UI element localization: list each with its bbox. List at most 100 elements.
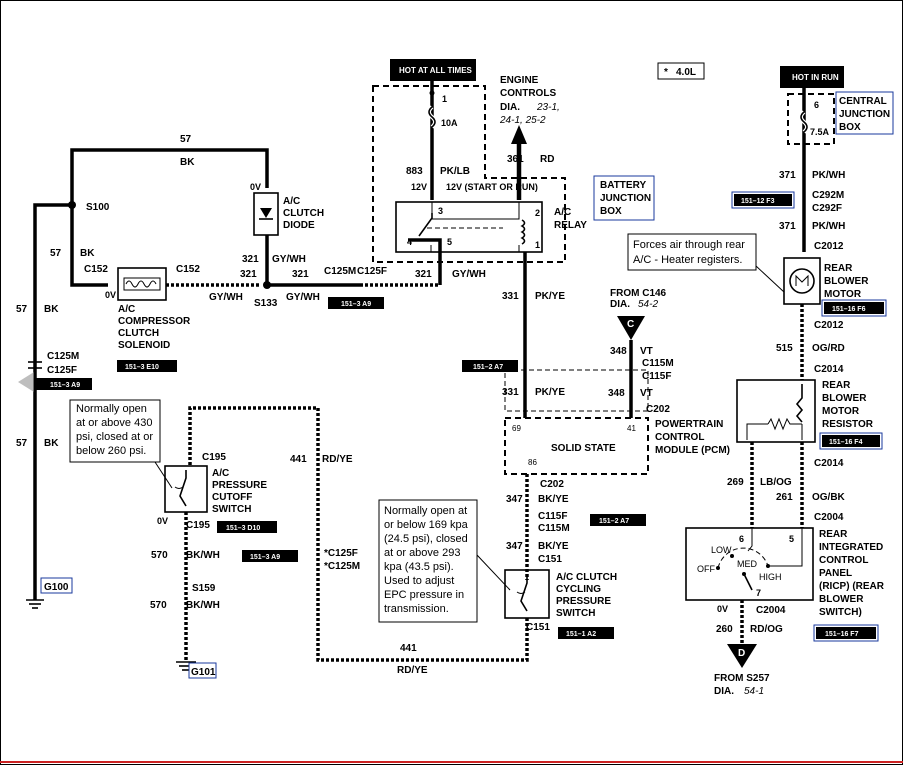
wire-label: OG/BK (812, 492, 846, 503)
connector-label: C2004 (814, 512, 844, 523)
wire-label: BK (44, 438, 59, 449)
pin-label: 5 (447, 237, 452, 247)
reference-label: FROM C146 (610, 288, 667, 299)
component-label: PRESSURE (212, 480, 267, 491)
cycling-switch-note-box (378, 499, 478, 623)
bubble-label: D (738, 648, 745, 659)
ricp-box (685, 527, 814, 601)
wire-label: 321 (292, 269, 309, 280)
component-label: SWITCH (212, 504, 251, 515)
ac-compressor-clutch-solenoid-box (117, 267, 167, 301)
pressure-diaphragm (174, 486, 184, 489)
note-text: at or above 293 (384, 547, 460, 559)
note-leader (476, 554, 511, 591)
svg-text:151–3 A9: 151–3 A9 (341, 301, 371, 308)
wire-label: 570 (150, 600, 167, 611)
reference-label: DIA. (500, 102, 520, 113)
wire-label: BK (44, 304, 59, 315)
pin-label: 69 (512, 424, 521, 433)
scroll-left-arrow[interactable] (18, 372, 34, 392)
resistor-coil-icon (795, 384, 804, 423)
switch-arm (743, 573, 753, 591)
wire-label: BK (80, 248, 95, 259)
splice-label: S100 (86, 202, 110, 213)
motor-m-glyph (795, 274, 809, 286)
note-text: Normally open (76, 403, 147, 415)
hot-at-all-times-header: HOT AT ALL TIMES (390, 59, 476, 81)
wire-label: BK/YE (538, 541, 569, 552)
connector-label: C115M (538, 523, 570, 534)
page-ref-151-1-a2: 151–1 A2 (558, 627, 614, 639)
component-label: CONTROL (819, 555, 868, 566)
reference-label: DIA. (714, 686, 734, 697)
component-label: REAR (819, 529, 848, 540)
page-ref-151-2-a7-upper: 151–2 A7 (462, 360, 518, 372)
wire-label: PK/WH (812, 170, 845, 181)
component-label: MODULE (PCM) (655, 445, 730, 456)
note-text: Used to adjust (384, 575, 454, 587)
component-label: CLUTCH (283, 208, 324, 219)
reference-page: 54-2 (638, 299, 658, 310)
wire-label: 570 (151, 550, 168, 561)
wire-321-relay (408, 238, 442, 285)
connector-label: C202 (646, 404, 670, 415)
connector-label: C195 (202, 452, 226, 463)
connector-label: C152 (176, 264, 200, 275)
connector-label: C2014 (814, 364, 844, 375)
wire-label: RD/OG (750, 624, 783, 635)
component-label: A/C (212, 468, 229, 479)
wire-label: 261 (776, 492, 793, 503)
note-text: EPC pressure in (384, 589, 464, 601)
pin-label: 5 (789, 534, 794, 544)
rear-blower-motor-resistor-box (736, 379, 816, 443)
voltage-label: 0V (250, 182, 261, 192)
pin-label: 3 (438, 206, 443, 216)
page-ref-151-3-a9-mid: 151–3 A9 (328, 297, 384, 309)
connector-label: C125M (324, 266, 356, 277)
component-label: CYCLING (556, 584, 601, 595)
component-label: SOLID STATE (551, 443, 616, 454)
reference-label: CONTROLS (500, 88, 556, 99)
wire-label: RD/YE (397, 665, 428, 676)
wire-label: PK/YE (535, 387, 565, 398)
pin-label: 1 (535, 240, 540, 250)
component-label: DIODE (283, 220, 315, 231)
connector-label: C125F (47, 365, 77, 376)
battery-junction-box-outline (372, 85, 566, 263)
component-label: A/C (554, 207, 571, 218)
motor-icon (789, 268, 815, 294)
page-ref-151-2-a7-lower: 151–2 A7 (590, 514, 646, 526)
svg-text:151–3 E10: 151–3 E10 (125, 364, 159, 371)
engine-option-box (657, 62, 705, 80)
ricp-lead (747, 528, 753, 552)
switch-contact (730, 554, 734, 558)
note-text: or below 169 kpa (384, 519, 469, 531)
coil-symbol (125, 280, 157, 288)
wire-label: BK/WH (186, 600, 220, 611)
component-label: SOLENOID (118, 340, 170, 351)
reference-page: 23-1, (536, 102, 560, 113)
fuse-label: 6 (814, 100, 819, 110)
battery-junction-box-label-box (593, 175, 655, 221)
wire-label: BK (180, 157, 195, 168)
page-ref-151-3-a9-left: 151–3 A9 (36, 378, 92, 390)
wire-label: LB/OG (760, 477, 792, 488)
component-label: BLOWER (822, 393, 867, 404)
component-label: BLOWER (824, 276, 869, 287)
connector-label: C2004 (756, 605, 786, 616)
component-label: PRESSURE (556, 596, 611, 607)
pin-label: 41 (627, 424, 636, 433)
component-label: MOTOR (824, 289, 862, 300)
connector-label: C292M (812, 190, 844, 201)
component-label: COMPRESSOR (118, 316, 191, 327)
reference-page: 24-1, 25-2 (499, 115, 546, 126)
wire-label: RD (540, 154, 554, 165)
component-label: A/C (283, 196, 300, 207)
wire-label: PK/LB (440, 166, 470, 177)
connector-label: *C125M (324, 561, 360, 572)
relay-switch-arm (418, 213, 433, 237)
wire-label: BK/YE (538, 494, 569, 505)
component-label: (RICP) (REAR (819, 581, 885, 592)
component-label: BOX (600, 206, 622, 217)
component-label: CENTRAL (839, 96, 887, 107)
